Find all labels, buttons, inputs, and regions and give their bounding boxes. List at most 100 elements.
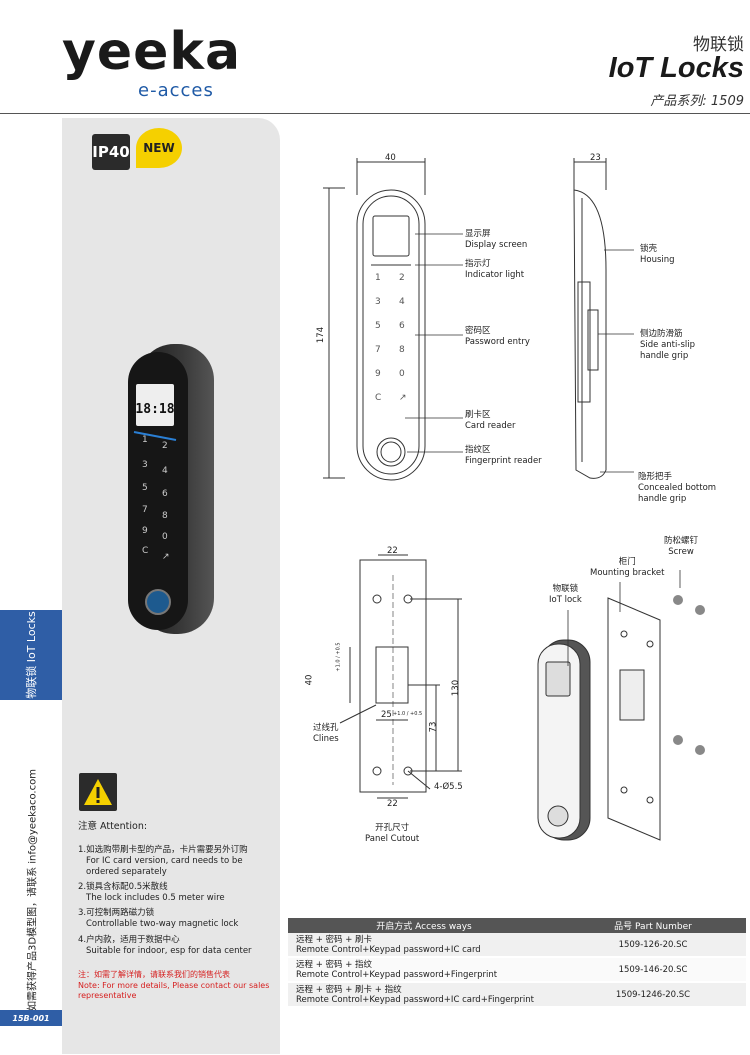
- product-series: 产品系列: 1509: [650, 94, 744, 109]
- attention-note: 4.户内款，适用于数据中心 Suitable for indoor, esp f…: [78, 935, 278, 957]
- label-cn: 过线孔: [313, 723, 339, 733]
- dim-cutout-40: 40: [304, 674, 315, 686]
- key-label: 6: [162, 489, 168, 499]
- note-cn: 3.可控制两路磁力锁: [78, 908, 155, 918]
- table-header-row: 开启方式 Access ways 品号 Part Number: [288, 918, 746, 933]
- label-cn: 锁壳: [640, 244, 658, 254]
- label-cn: 柜门: [618, 557, 636, 567]
- label-en: IoT lock: [549, 595, 582, 605]
- key-label: ↗: [162, 552, 170, 562]
- dim-hole-diameter: 4-Ø5.5: [434, 782, 463, 792]
- label-mounting-bracket: 柜门 Mounting bracket: [590, 557, 664, 579]
- table-row: 远程 + 密码 + 刷卡 Remote Control+Keypad passw…: [288, 933, 746, 958]
- side-view-drawing: [573, 158, 634, 479]
- key-label: 8: [162, 511, 168, 521]
- key-label: 5: [142, 483, 148, 493]
- sales-note-cn: 注：如需了解详情，请联系我们的销售代表: [78, 970, 230, 979]
- label-cn: 物联锁: [552, 584, 579, 594]
- column-header-part-number: 品号 Part Number: [560, 918, 746, 933]
- label-en: Password entry: [465, 337, 530, 347]
- key-label: ↗: [399, 393, 407, 403]
- label-en: Side anti-slip: [640, 340, 695, 350]
- access-en: Remote Control+Keypad password+IC card: [296, 944, 481, 955]
- access-cell: 远程 + 密码 + 刷卡 Remote Control+Keypad passw…: [288, 933, 560, 958]
- dim-depth-23: 23: [590, 153, 601, 163]
- access-cn: 远程 + 密码 + 指纹: [296, 959, 373, 970]
- key-label: 8: [399, 345, 405, 355]
- label-en: Concealed bottom: [638, 483, 717, 493]
- label-housing: 锁壳 Housing: [640, 244, 675, 266]
- dim-cutout-73: 73: [428, 721, 439, 733]
- note-en: For IC card version, card needs to be or…: [86, 856, 243, 877]
- attention-note: 1.如选购带刷卡型的产品，卡片需要另外订购 For IC card versio…: [78, 845, 278, 878]
- category-tab-label: 物联锁 IoT Locks: [25, 611, 38, 699]
- label-cn: 指示灯: [465, 259, 491, 269]
- note-en: Suitable for indoor, esp for data center: [86, 946, 252, 956]
- key-label: 9: [375, 369, 381, 379]
- label-iot-lock: 物联锁 IoT lock: [549, 584, 582, 606]
- category-tab: [0, 610, 62, 700]
- page-title-cn: 物联锁: [693, 35, 744, 55]
- label-concealed-grip: 隐形把手 Concealed bottom handle grip: [638, 472, 716, 505]
- label-display-screen: 显示屏 Display screen: [465, 229, 527, 251]
- key-label: 0: [162, 532, 168, 542]
- label-en: Clines: [313, 734, 339, 744]
- note-en: Controllable two-way magnetic lock: [86, 919, 239, 929]
- keypad: 1 2 3 4 5 6 7 8 9 0 C ↗: [142, 435, 170, 562]
- dim-height-174: 174: [316, 326, 327, 344]
- label-cn: 侧边防滑筋: [640, 329, 683, 339]
- front-view-drawing: 1 2 3 4 5 6 7 8 9 0 C ↗: [323, 158, 463, 481]
- label-en: Mounting bracket: [590, 568, 665, 578]
- access-en: Remote Control+Keypad password+IC card+F…: [296, 994, 534, 1005]
- key-label: 1: [375, 273, 381, 283]
- key-label: 9: [142, 526, 148, 536]
- panel-cutout-caption: 开孔尺寸 Panel Cutout: [365, 823, 419, 845]
- display-time: 18:18: [135, 402, 174, 417]
- table-row: 远程 + 密码 + 刷卡 + 指纹 Remote Control+Keypad …: [288, 982, 746, 1008]
- warning-icon: [79, 773, 117, 811]
- note-cn: 4.户内款，适用于数据中心: [78, 935, 180, 945]
- product-photo: 18:18 1 2 3 4 5 6 7 8 9 0 C ↗: [128, 344, 214, 634]
- label-cn: 显示屏: [465, 229, 491, 239]
- note-cn: 1.如选购带刷卡型的产品，卡片需要另外订购: [78, 845, 248, 855]
- access-en: Remote Control+Keypad password+Fingerpri…: [296, 969, 498, 980]
- key-label: 2: [399, 273, 405, 283]
- label-cn: 防松螺钉: [664, 536, 699, 546]
- attention-title: 注意 Attention:: [78, 821, 148, 832]
- key-label: 0: [399, 369, 405, 379]
- label-en: Display screen: [465, 240, 528, 250]
- key-label: 3: [142, 460, 148, 470]
- key-label: 6: [399, 321, 405, 331]
- drawing-keypad: 1 2 3 4 5 6 7 8 9 0 C ↗: [375, 273, 407, 403]
- note-cn: 2.锁具含标配0.5米散线: [78, 882, 168, 892]
- attention-note: 3.可控制两路磁力锁 Controllable two-way magnetic…: [78, 908, 278, 930]
- contact-info: 如需获得产品3D模型图，请联系 info@yeekaco.com: [27, 769, 39, 1011]
- key-label: 2: [162, 441, 168, 451]
- brand-logo-subtitle: e-acces: [138, 80, 214, 101]
- label-en: Housing: [640, 255, 675, 265]
- part-number-cell: 1509-126-20.SC: [560, 933, 746, 958]
- access-ways-table: 开启方式 Access ways 品号 Part Number 远程 + 密码 …: [288, 918, 746, 1008]
- key-label: 4: [162, 466, 168, 476]
- key-label: C: [375, 393, 381, 403]
- page-code: 15B-001: [0, 1010, 62, 1026]
- label-fingerprint-reader: 指纹区 Fingerprint reader: [465, 445, 542, 467]
- label-en: Fingerprint reader: [465, 456, 542, 466]
- dim-cutout-bottom-22: 22: [387, 799, 398, 809]
- dim-cutout-25: 25: [381, 710, 392, 720]
- attention-note: 2.锁具含标配0.5米散线 The lock includes 0.5 mete…: [78, 882, 278, 904]
- label-cn: 指纹区: [465, 445, 491, 455]
- sales-note: 注：如需了解详情，请联系我们的销售代表 Note: For more detai…: [78, 970, 278, 1002]
- dim-cutout-40-tolerance: +1.0 / +0.5: [335, 642, 342, 672]
- header-divider: [0, 113, 750, 114]
- caption-cn: 开孔尺寸: [375, 823, 410, 833]
- part-number-cell: 1509-1246-20.SC: [560, 982, 746, 1008]
- fingerprint-sensor-shape: [145, 589, 171, 615]
- access-cn: 远程 + 密码 + 刷卡 + 指纹: [296, 984, 402, 995]
- display-screen-shape: [136, 384, 174, 426]
- label-en: Card reader: [465, 421, 516, 431]
- label-en: handle grip: [640, 351, 689, 361]
- label-screw: 防松螺钉 Screw: [664, 536, 698, 558]
- label-side-anti-slip: 侧边防滑筋 Side anti-slip handle grip: [640, 329, 695, 362]
- label-clines: 过线孔 Clines: [313, 723, 339, 745]
